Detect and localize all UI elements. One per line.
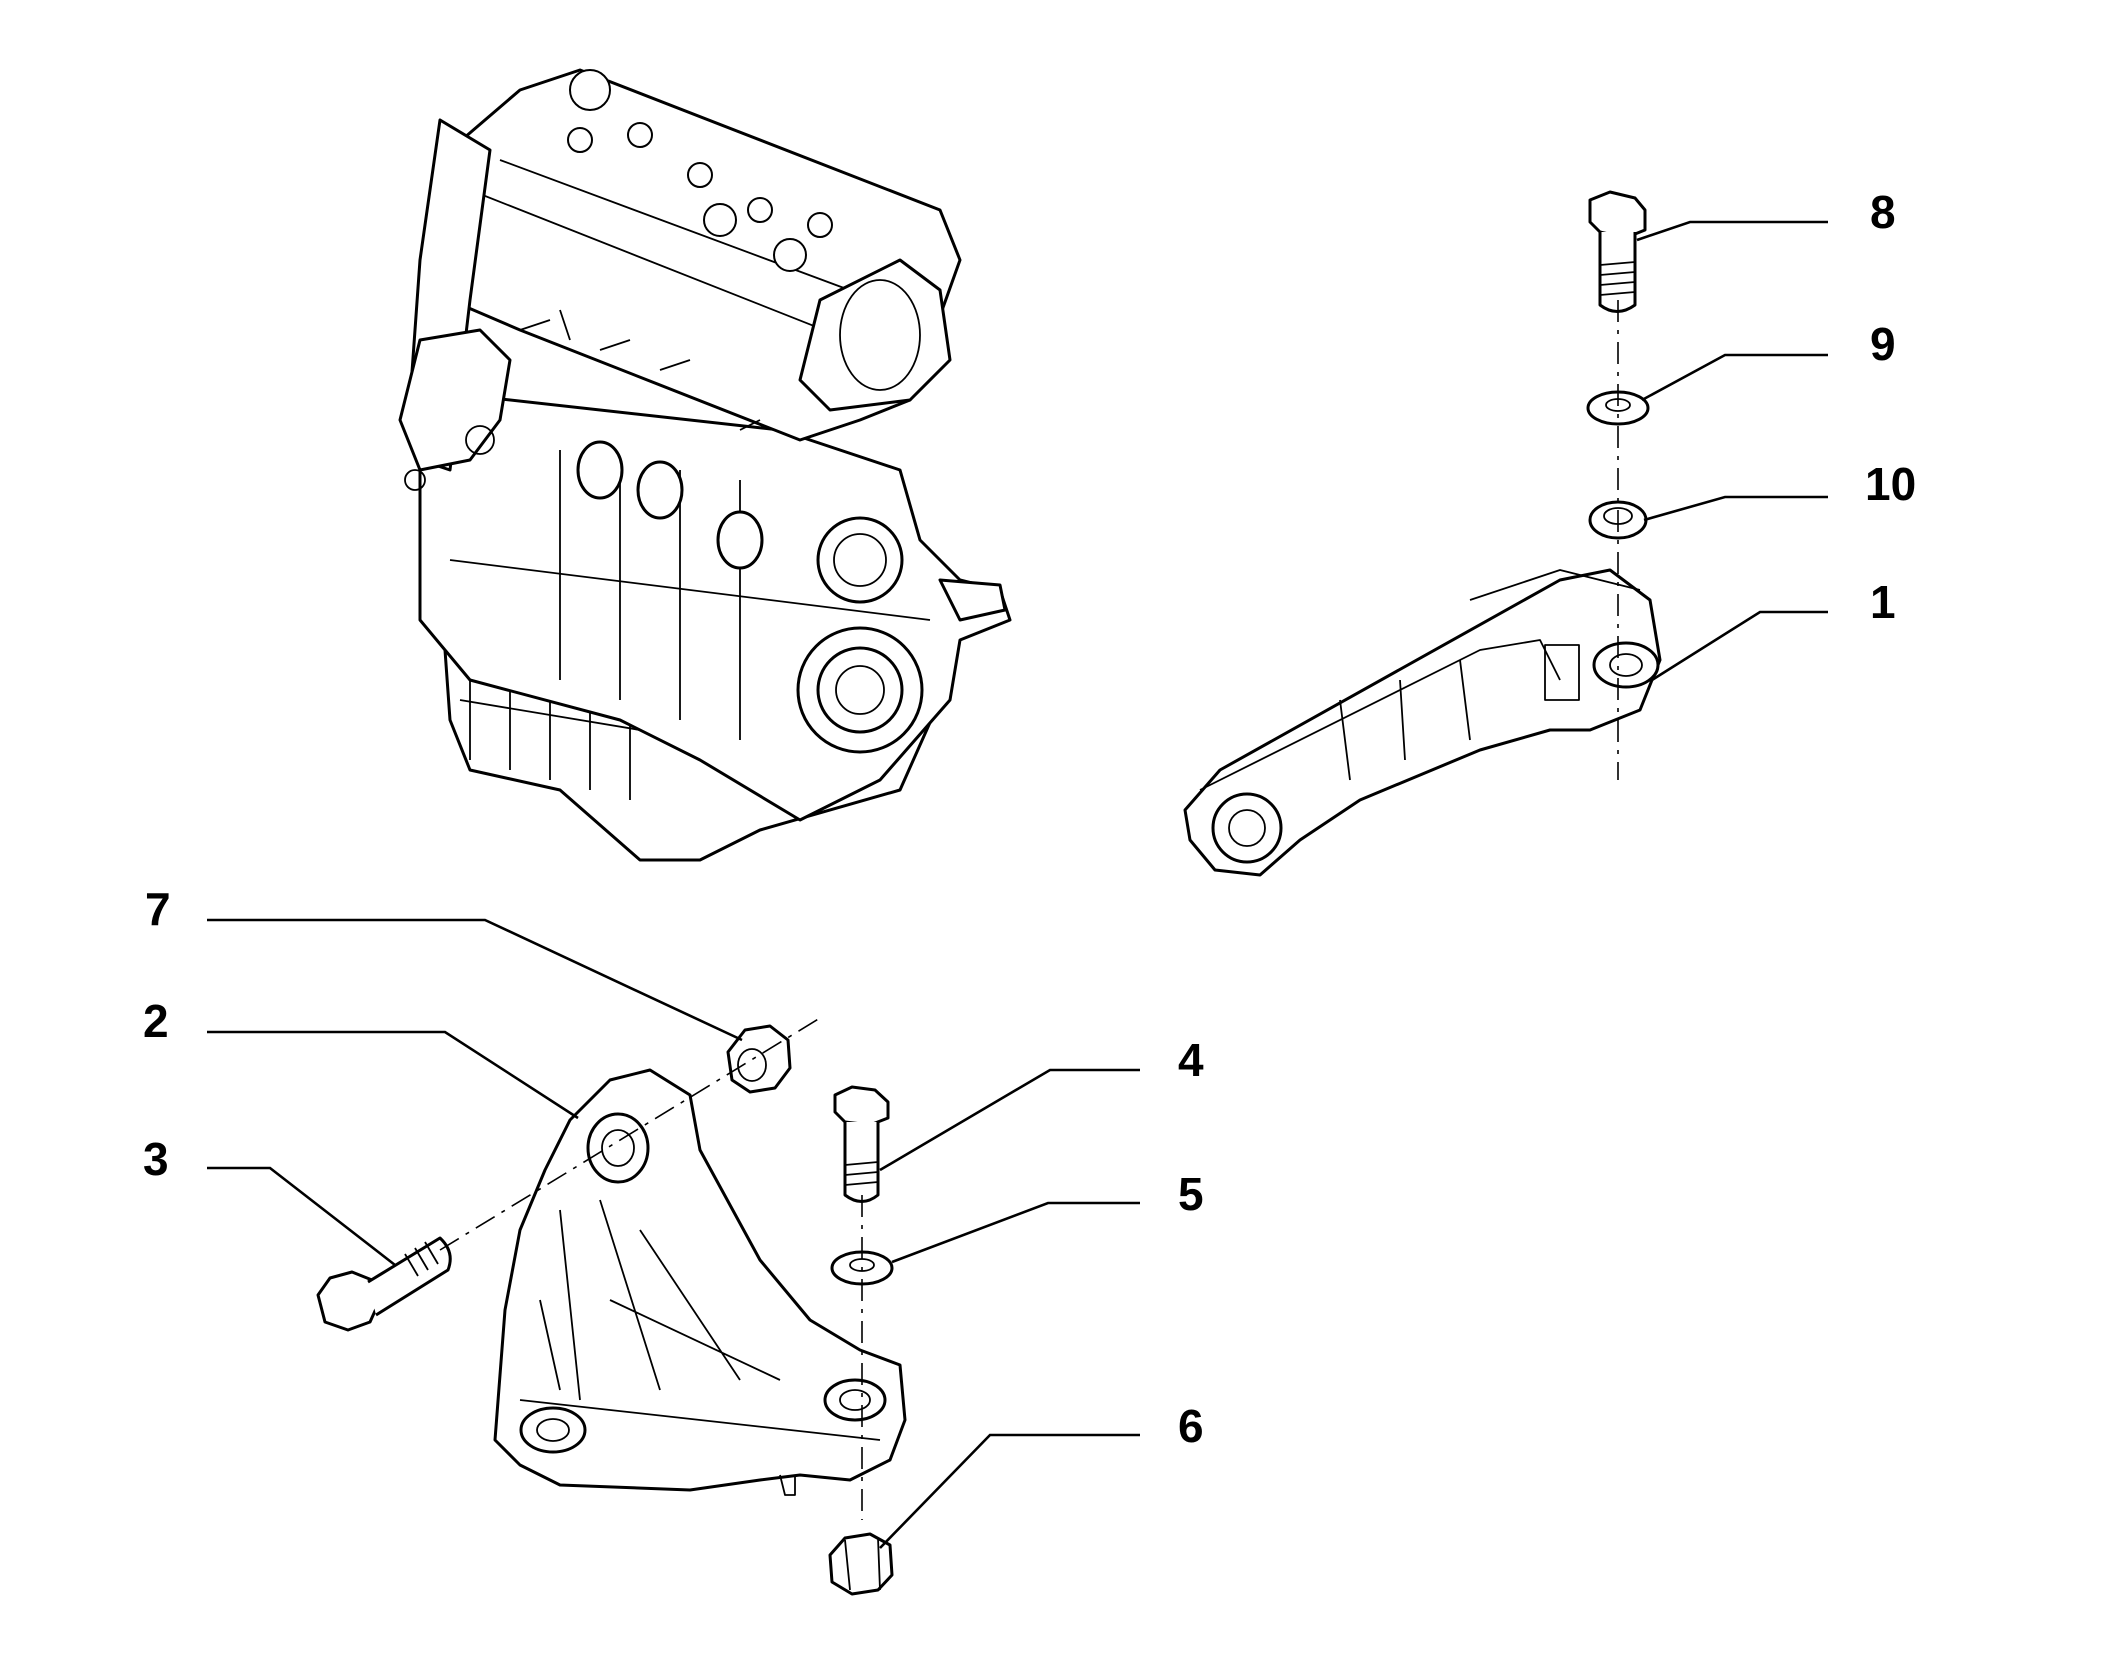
callout-1: 1 bbox=[1870, 576, 1896, 628]
part-2-mount-bracket bbox=[493, 1068, 907, 1496]
leader-7 bbox=[207, 918, 743, 1042]
part-8-bolt bbox=[1588, 190, 1647, 313]
callout-7: 7 bbox=[145, 883, 171, 935]
callout-2: 2 bbox=[143, 995, 169, 1047]
part-4-bolt bbox=[833, 1085, 890, 1203]
leader-1 bbox=[1651, 610, 1828, 682]
callout-3: 3 bbox=[143, 1133, 169, 1185]
part-1-torque-rod bbox=[1183, 568, 1662, 877]
callout-6: 6 bbox=[1178, 1400, 1204, 1452]
leader-8 bbox=[1636, 220, 1828, 242]
leader-3 bbox=[207, 1166, 396, 1267]
part-7-nut bbox=[726, 1024, 792, 1094]
leader-lines bbox=[207, 220, 1828, 1549]
leader-9 bbox=[1641, 353, 1828, 402]
leader-4 bbox=[879, 1068, 1140, 1172]
part-6-nut bbox=[828, 1532, 894, 1596]
callout-5: 5 bbox=[1178, 1168, 1204, 1220]
part-3-bolt bbox=[316, 1236, 452, 1332]
assembly-axes bbox=[439, 300, 1619, 1520]
leader-6 bbox=[879, 1433, 1140, 1549]
leader-10 bbox=[1643, 495, 1828, 522]
callout-10: 10 bbox=[1865, 458, 1916, 510]
callout-labels: 8 9 10 1 7 2 3 4 5 6 bbox=[143, 186, 1916, 1452]
engine-block-illustration bbox=[398, 68, 1012, 862]
leader-2 bbox=[207, 1030, 579, 1120]
callout-8: 8 bbox=[1870, 186, 1896, 238]
leader-5 bbox=[891, 1201, 1140, 1264]
callout-4: 4 bbox=[1178, 1034, 1204, 1086]
callout-9: 9 bbox=[1870, 318, 1896, 370]
